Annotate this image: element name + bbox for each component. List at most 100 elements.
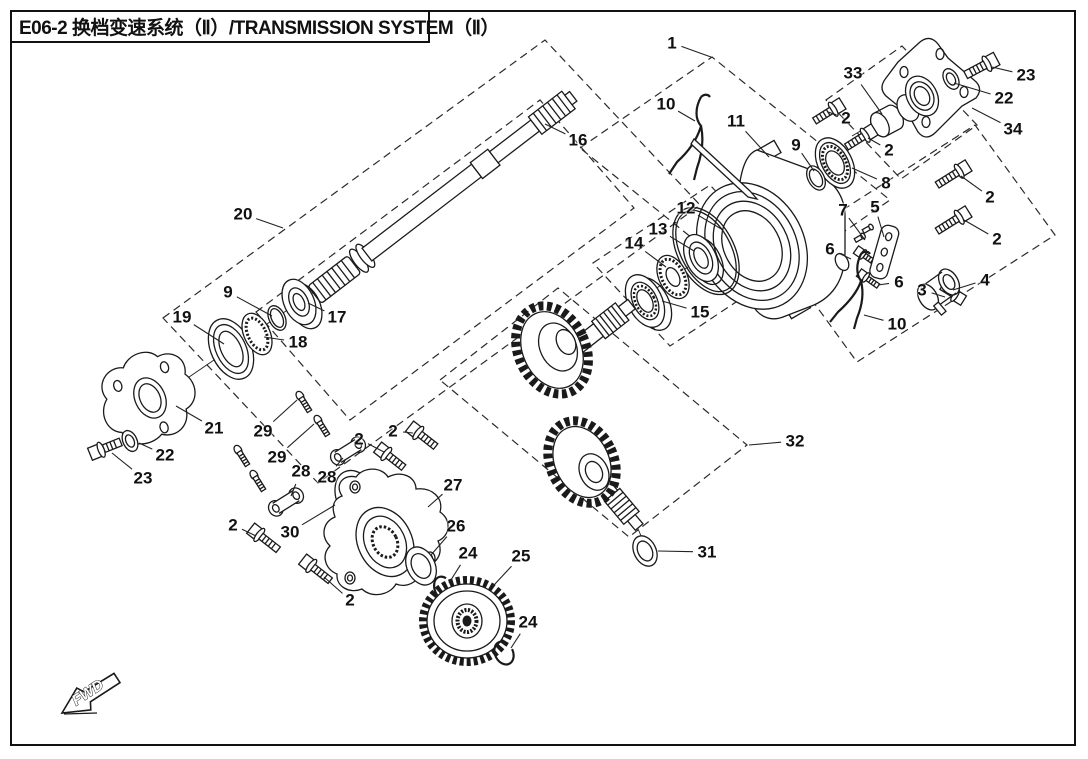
leader-line-29 (272, 399, 298, 423)
callout-27: 27 (443, 475, 463, 495)
callout-11: 11 (727, 111, 745, 131)
callout-26: 26 (446, 516, 466, 536)
callout-13: 13 (648, 219, 668, 239)
leader-line-2 (323, 576, 343, 594)
callout-6: 6 (825, 239, 835, 259)
leader-line-10 (677, 110, 696, 122)
callout-30: 30 (280, 522, 300, 542)
callout-5: 5 (870, 197, 880, 217)
part-washer-18 (241, 312, 273, 356)
callout-33: 33 (843, 63, 863, 83)
part-yoke-21 (101, 351, 196, 445)
leader-line-25 (493, 565, 512, 586)
leader-line-2 (867, 137, 881, 146)
callout-17: 17 (327, 307, 347, 327)
part-washer-22-right (942, 68, 960, 90)
callout-32: 32 (785, 431, 805, 451)
leader-line-28 (290, 483, 297, 497)
part-seal-19 (207, 318, 255, 380)
callout-2: 2 (992, 229, 1002, 249)
callout-31: 31 (697, 542, 717, 562)
leader-line-7 (848, 217, 866, 241)
callout-2: 2 (228, 515, 238, 535)
leader-line-14 (644, 250, 667, 268)
part-gear-25 (419, 576, 515, 666)
leader-line-9 (801, 152, 815, 172)
callout-8: 8 (881, 173, 891, 193)
leader-line-3 (931, 292, 946, 298)
leader-line-22 (138, 442, 153, 450)
leader-line-20 (256, 218, 284, 229)
leader-line-16 (544, 123, 566, 135)
part-seal-8 (814, 137, 856, 189)
page-title: E06-2 换档变速系统（Ⅱ）/TRANSMISSION SYSTEM（Ⅱ） (19, 18, 500, 39)
leader-line-2 (827, 111, 837, 116)
leader-line-5 (877, 216, 885, 238)
leader-line-4 (952, 282, 976, 291)
leader-line-2 (367, 443, 385, 453)
part-bevel-pinion (511, 298, 637, 399)
leader-line-27 (427, 493, 443, 508)
fwd-arrow: FWD (60, 672, 122, 715)
callout-2: 2 (985, 187, 995, 207)
callout-24: 24 (458, 543, 478, 563)
callout-23: 23 (133, 468, 153, 488)
callout-28: 28 (317, 467, 337, 487)
leader-line-15 (661, 300, 687, 309)
part-pins-7 (853, 223, 874, 244)
leader-line-8 (851, 167, 878, 180)
part-shift-rod (690, 137, 759, 201)
callout-9: 9 (223, 282, 233, 302)
callout-22: 22 (994, 88, 1014, 108)
part-bearing-13 (682, 233, 725, 286)
group-box-flange (825, 45, 978, 180)
leader-line-34 (971, 107, 1001, 124)
leader-line-2 (960, 175, 983, 192)
part-screws-29 (233, 390, 331, 493)
callout-24: 24 (518, 612, 538, 632)
leader-line-1 (681, 45, 712, 58)
callout-12: 12 (676, 198, 696, 218)
callout-18: 18 (288, 332, 308, 352)
callout-2: 2 (884, 140, 894, 160)
part-oring-9-left (267, 305, 287, 331)
leader-line-2 (402, 431, 414, 434)
part-shift-fork-lower (829, 250, 871, 330)
leader-line-19 (193, 324, 225, 345)
callout-29: 29 (267, 447, 287, 467)
callout-25: 25 (511, 546, 531, 566)
callout-29: 29 (253, 421, 273, 441)
callout-2: 2 (388, 421, 398, 441)
leader-line-2 (241, 528, 257, 537)
callout-28: 28 (291, 461, 311, 481)
part-brackets-28 (267, 436, 367, 517)
part-bolt-23-left (86, 437, 123, 462)
part-cam-4 (916, 268, 961, 317)
leader-line-18 (263, 336, 285, 341)
callout-9: 9 (791, 135, 801, 155)
leader-line-22 (953, 82, 991, 95)
leader-line-6 (877, 282, 890, 286)
part-flange-34 (881, 37, 981, 138)
callout-6: 6 (894, 272, 904, 292)
page-border (10, 10, 1076, 746)
callout-2: 2 (345, 590, 355, 610)
leader-line-13 (669, 235, 695, 252)
part-oring-9-right (806, 165, 826, 191)
callout-34: 34 (1003, 119, 1023, 139)
part-bearing-17 (281, 278, 323, 330)
part-plate-5 (869, 224, 900, 280)
leader-line-24 (510, 633, 521, 649)
leader-line-23 (111, 452, 133, 470)
leader-line-10 (863, 314, 884, 321)
callout-10: 10 (656, 94, 676, 114)
leader-line-6 (838, 252, 852, 260)
part-bolt-23-right (962, 51, 1001, 80)
leader-line-26 (430, 536, 448, 556)
part-bolts-2 (245, 97, 973, 585)
leader-line-23 (991, 66, 1013, 73)
leader-line-33 (860, 84, 883, 115)
callout-16: 16 (568, 130, 588, 150)
